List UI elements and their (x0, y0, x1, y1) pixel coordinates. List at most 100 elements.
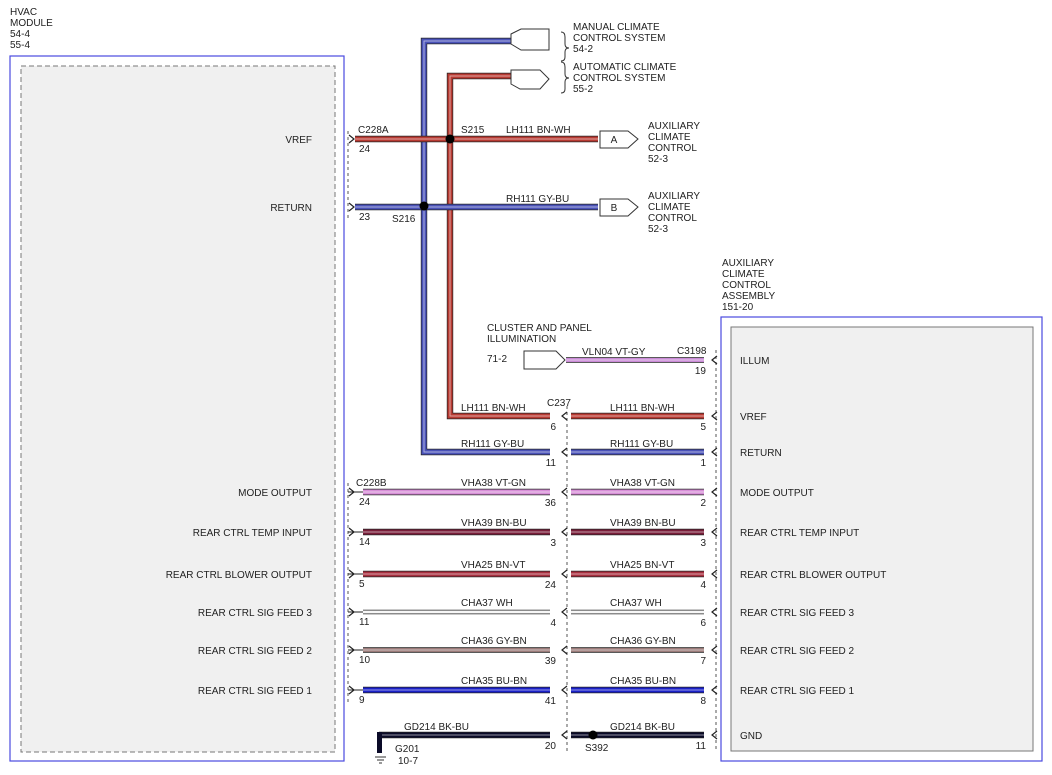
hvac-pin-arrow-2 (348, 487, 355, 497)
wire-label-gd214-right: GD214 BK-BU (610, 722, 675, 733)
aux-pin-arrow-0 (711, 355, 718, 365)
automatic-ref-line-1: AUTOMATIC CLIMATE (573, 62, 677, 73)
wire-label-lh111-left: LH111 BN-WH (461, 403, 526, 414)
c237-pin-arrow-1 (561, 447, 568, 457)
hvac-pin-arrow-5 (348, 607, 355, 617)
connector-c3198: C3198 (677, 346, 707, 357)
aux-pin-number-0: 19 (695, 366, 707, 377)
aux-b-line-3: CONTROL (648, 213, 697, 224)
pin-labels-layer: LH111 BN-WH RH111 GY-BU VLN04 VT-GY LH111 B… (166, 125, 887, 752)
automatic-ref-line-2: CONTROL SYSTEM (573, 73, 665, 84)
hvac-pin-arrow-6 (348, 645, 355, 655)
hvac-title-2: MODULE (10, 18, 53, 29)
c237-pin-number-7: 41 (545, 696, 557, 707)
hvac-pin-arrow-0 (348, 134, 355, 144)
c237-pin-arrow-4 (561, 569, 568, 579)
aux-pin-label-4: REAR CTRL TEMP INPUT (740, 528, 859, 539)
wire-label-vln04: VLN04 VT-GY (582, 347, 646, 358)
wire-label-cha37_l: CHA37 WH (461, 598, 513, 609)
aux-pin-arrow-9 (711, 730, 718, 740)
aux-pin-number-2: 1 (700, 458, 706, 469)
wire-label-vha39_l: VHA39 BN-BU (461, 518, 527, 529)
manual-ref-line-2: CONTROL SYSTEM (573, 33, 665, 44)
aux-pin-label-9: GND (740, 731, 762, 742)
aux-pin-number-8: 8 (700, 696, 706, 707)
aux-pin-number-1: 5 (700, 422, 706, 433)
wire-label-cha35_l: CHA35 BU-BN (461, 676, 527, 687)
wire-label-rh111-top: RH111 GY-BU (506, 194, 569, 205)
c237-pin-arrow-0 (561, 411, 568, 421)
splice-s392: S392 (585, 743, 609, 754)
wire-label-cha36_r: CHA36 GY-BN (610, 636, 676, 647)
wire-label-vha25_l: VHA25 BN-VT (461, 560, 525, 571)
hvac-pin-arrow-1 (348, 202, 355, 212)
wire-label-gd214-left: GD214 BK-BU (404, 722, 469, 733)
hvac-pin-label-0: VREF (285, 135, 312, 146)
aux-pin-arrow-4 (711, 527, 718, 537)
aux-pin-arrow-5 (711, 569, 718, 579)
manual-ref-line-3: 54-2 (573, 44, 593, 55)
aux-title-4: ASSEMBLY (722, 291, 775, 302)
cluster-ref-flag (523, 350, 566, 370)
aux-assembly-inner (730, 326, 1034, 752)
aux-b-line-2: CLIMATE (648, 202, 691, 213)
automatic-ref-flag (510, 69, 550, 90)
c237-pin-arrow-3 (561, 527, 568, 537)
aux-pin-label-7: REAR CTRL SIG FEED 2 (740, 646, 855, 657)
aux-pin-label-8: REAR CTRL SIG FEED 1 (740, 686, 855, 697)
manual-ref-flag (510, 28, 550, 51)
wire-rh111-trunk-stripe (423, 40, 550, 453)
aux-pin-label-6: REAR CTRL SIG FEED 3 (740, 608, 855, 619)
connector-c237: C237 (547, 398, 571, 409)
wire-label-vha38_r: VHA38 VT-GN (610, 478, 675, 489)
hvac-pin-label-1: RETURN (270, 203, 312, 214)
cluster-line-1: CLUSTER AND PANEL (487, 323, 592, 334)
wire-rh111-trunk (421, 38, 550, 455)
splice-s215: S215 (461, 125, 485, 136)
hvac-pin-label-4: REAR CTRL BLOWER OUTPUT (166, 570, 312, 581)
wire-label-vha39_r: VHA39 BN-BU (610, 518, 676, 529)
hvac-pin-label-5: REAR CTRL SIG FEED 3 (198, 608, 313, 619)
hvac-title-4: 55-4 (10, 40, 30, 51)
aux-a-letter: A (611, 135, 618, 146)
ground-wire-vertical (377, 732, 382, 753)
aux-pin-number-9: 11 (696, 741, 707, 752)
hvac-module-box (9, 55, 345, 762)
aux-pin-label-5: REAR CTRL BLOWER OUTPUT (740, 570, 886, 581)
aux-pin-label-3: MODE OUTPUT (740, 488, 814, 499)
hvac-pin-label-7: REAR CTRL SIG FEED 1 (198, 686, 313, 697)
c237-pin-number-6: 39 (545, 656, 557, 667)
hvac-pin-label-3: REAR CTRL TEMP INPUT (193, 528, 312, 539)
cluster-ref: 71-2 (487, 354, 507, 365)
hvac-pin-arrow-4 (348, 569, 355, 579)
aux-a-flag (599, 130, 639, 149)
hvac-pin-number-7: 9 (359, 695, 365, 706)
symbols-layer (348, 134, 718, 740)
aux-title-3: CONTROL (722, 280, 771, 291)
aux-pin-label-0: ILLUM (740, 356, 769, 367)
connector-c228a: C228A (358, 125, 389, 136)
aux-b-line-1: AUXILIARY (648, 191, 700, 202)
aux-pin-number-3: 2 (700, 498, 706, 509)
hvac-title-1: HVAC (10, 7, 37, 18)
hvac-module-inner (20, 65, 336, 753)
splice-s216-dot (419, 201, 429, 211)
aux-b-letter: B (611, 203, 618, 214)
c237-pin-arrow-5 (561, 607, 568, 617)
connector-c228b: C228B (356, 478, 387, 489)
hvac-pin-number-5: 11 (359, 617, 370, 628)
c237-pin-number-4: 24 (545, 580, 557, 591)
aux-b-line-4: 52-3 (648, 224, 668, 235)
hvac-pin-number-6: 10 (359, 655, 371, 666)
wire-label-lh111-right: LH111 BN-WH (610, 403, 675, 414)
aux-pin-label-1: VREF (740, 412, 767, 423)
c237-pin-arrow-2 (561, 487, 568, 497)
hvac-pin-number-4: 5 (359, 579, 365, 590)
automatic-ref-line-3: 55-2 (573, 84, 593, 95)
aux-a-line-4: 52-3 (648, 154, 668, 165)
aux-pin-arrow-7 (711, 645, 718, 655)
aux-a-line-2: CLIMATE (648, 132, 691, 143)
wire-label-vha38_l: VHA38 VT-GN (461, 478, 526, 489)
aux-pin-number-4: 3 (700, 538, 706, 549)
hvac-pin-label-6: REAR CTRL SIG FEED 2 (198, 646, 313, 657)
